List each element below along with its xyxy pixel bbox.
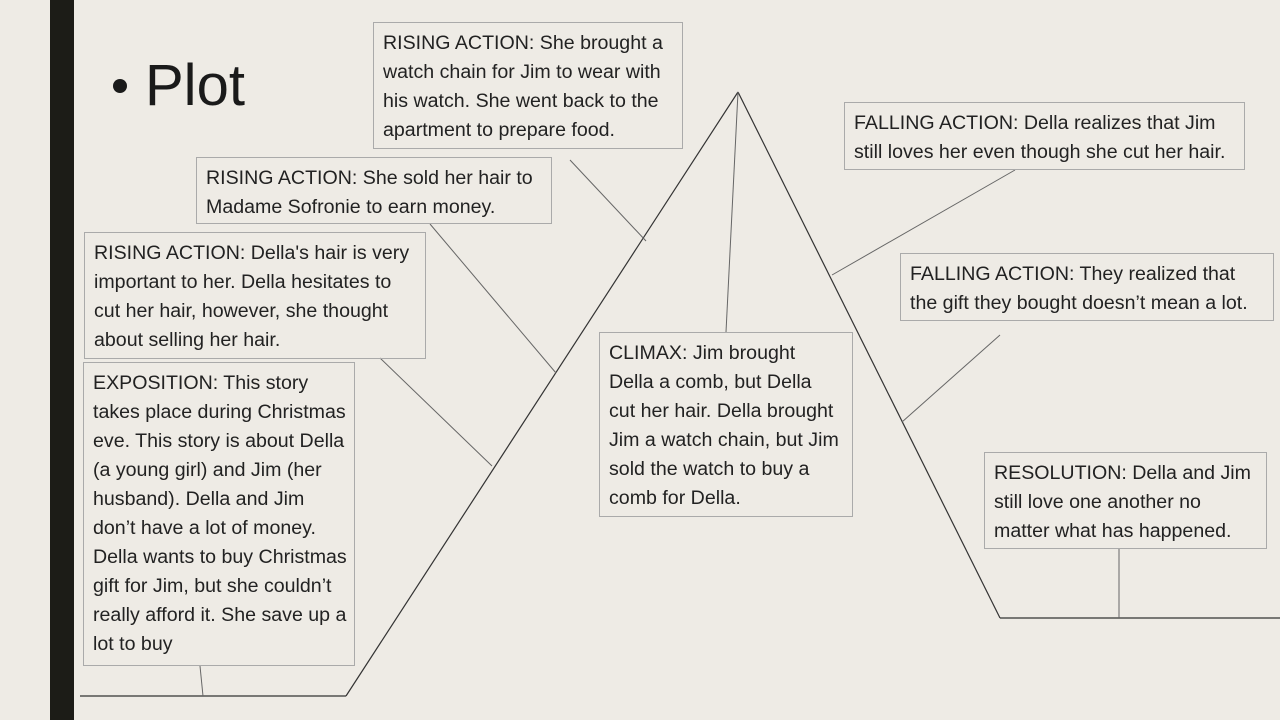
connector-falling-action-1 bbox=[831, 169, 1016, 276]
rising-action-box-1: RISING ACTION: Della's hair is very impo… bbox=[84, 232, 426, 359]
slide-title: Plot bbox=[145, 53, 245, 118]
rising-action-text-3: RISING ACTION: She brought a watch chain… bbox=[383, 32, 663, 141]
climax-text: CLIMAX: Jim brought Della a comb, but De… bbox=[609, 342, 839, 509]
climax-box: CLIMAX: Jim brought Della a comb, but De… bbox=[599, 332, 853, 517]
connector-exposition bbox=[199, 665, 204, 697]
resolution-text: RESOLUTION: Della and Jim still love one… bbox=[994, 462, 1251, 542]
connector-falling-action-2 bbox=[901, 334, 1001, 423]
rising-action-box-2: RISING ACTION: She sold her hair to Mada… bbox=[196, 157, 552, 224]
connector-rising-action-2 bbox=[429, 223, 557, 374]
connector-climax bbox=[725, 91, 739, 333]
rising-action-text-1: RISING ACTION: Della's hair is very impo… bbox=[94, 242, 410, 351]
connector-rising-action-1 bbox=[379, 357, 493, 467]
exposition-box: EXPOSITION: This story takes place durin… bbox=[83, 362, 355, 666]
falling-action-text-2: FALLING ACTION: They realized that the g… bbox=[910, 263, 1248, 314]
exposition-text: EXPOSITION: This story takes place durin… bbox=[93, 372, 347, 655]
rising-slope-line bbox=[345, 91, 739, 697]
falling-action-box-1: FALLING ACTION: Della realizes that Jim … bbox=[844, 102, 1245, 170]
resolution-box: RESOLUTION: Della and Jim still love one… bbox=[984, 452, 1267, 549]
falling-action-text-1: FALLING ACTION: Della realizes that Jim … bbox=[854, 112, 1226, 163]
rising-action-text-2: RISING ACTION: She sold her hair to Mada… bbox=[206, 167, 533, 218]
falling-slope-line bbox=[737, 91, 1001, 619]
falling-action-box-2: FALLING ACTION: They realized that the g… bbox=[900, 253, 1274, 321]
slide-title-container: Plot bbox=[113, 46, 245, 126]
bullet-icon bbox=[113, 78, 127, 93]
connector-rising-action-3 bbox=[569, 159, 647, 242]
rising-action-box-3: RISING ACTION: She brought a watch chain… bbox=[373, 22, 683, 149]
left-accent-bar bbox=[50, 0, 74, 720]
